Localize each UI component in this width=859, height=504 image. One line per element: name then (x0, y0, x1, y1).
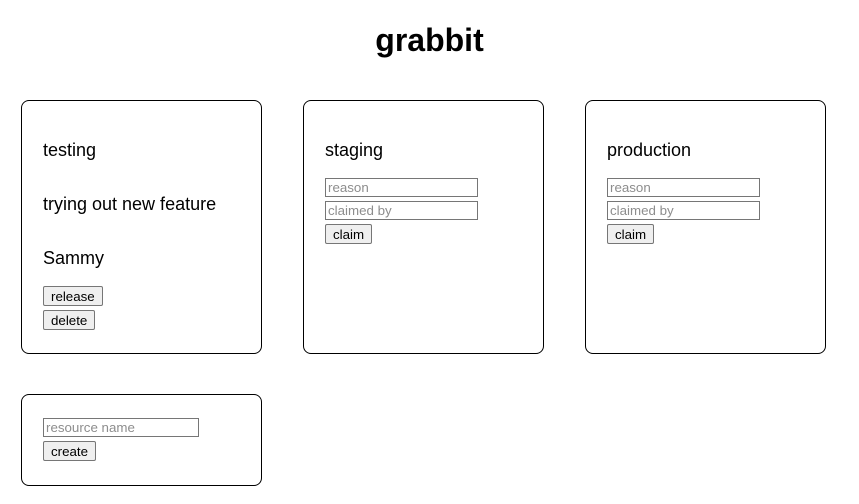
delete-button[interactable]: delete (43, 310, 96, 330)
claimed-by-input[interactable] (325, 201, 478, 220)
create-resource-card: create (21, 394, 262, 486)
resource-card-staging: staging claim (303, 100, 544, 354)
resource-name-label: staging (325, 140, 384, 160)
resource-name-label: testing (43, 140, 97, 160)
create-button[interactable]: create (43, 441, 97, 461)
resource-card-testing: testing trying out new feature Sammy rel… (21, 100, 262, 354)
create-resource-form: create (43, 418, 199, 461)
claim-button[interactable]: claim (607, 224, 655, 244)
resource-card-grid: testing trying out new feature Sammy rel… (21, 100, 841, 354)
resource-reason-text: trying out new feature (43, 194, 217, 214)
release-button[interactable]: release (43, 286, 103, 306)
reason-input[interactable] (325, 178, 478, 197)
claim-form: claim (607, 178, 760, 244)
page-title: grabbit (375, 22, 484, 58)
claimed-by-input[interactable] (607, 201, 760, 220)
claim-form: claim (325, 178, 478, 244)
resource-name-input[interactable] (43, 418, 199, 437)
resource-name-label: production (607, 140, 692, 160)
reason-input[interactable] (607, 178, 760, 197)
claimed-actions: release delete (43, 286, 103, 330)
claim-button[interactable]: claim (325, 224, 373, 244)
resource-claimed-by-text: Sammy (43, 248, 105, 268)
resource-card-production: production claim (585, 100, 826, 354)
